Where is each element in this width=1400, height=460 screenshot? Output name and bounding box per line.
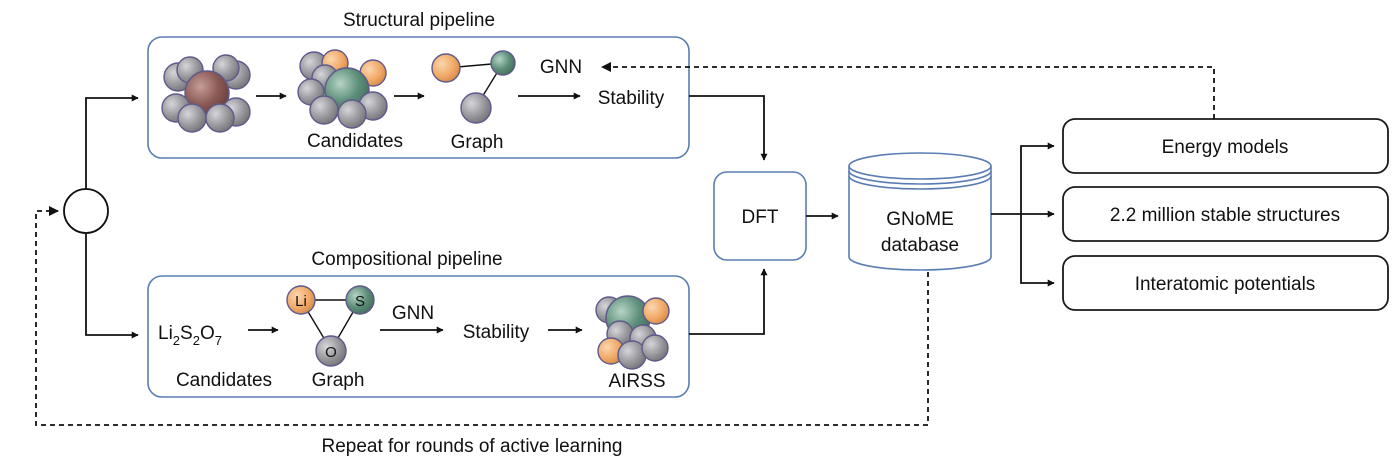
output-box-interatomic-potentials	[1062, 255, 1389, 311]
structural-pipeline-title: Structural pipeline	[343, 10, 495, 31]
compositional-candidates-label: Candidates	[176, 370, 272, 391]
candidates-structure-icon	[297, 49, 388, 129]
active-learning-caption: Repeat for rounds of active learning	[321, 436, 622, 457]
airss-label: AIRSS	[608, 371, 665, 392]
structural-gnn-label: GNN	[540, 57, 582, 78]
graph-node-s: S	[355, 293, 365, 310]
dft-label: DFT	[742, 207, 779, 228]
compositional-pipeline-box	[147, 275, 690, 398]
arrow-compositional-to-dft	[689, 268, 768, 335]
output-energy-models: Energy models	[1162, 137, 1289, 158]
arrow-split-to-compositional	[85, 233, 139, 339]
arrow-to-energy-models	[1020, 142, 1055, 214]
compositional-graph-label: Graph	[312, 370, 365, 391]
arrow-to-interatomic-potentials	[1020, 214, 1055, 287]
pipeline-split-node	[63, 188, 109, 234]
arrow-structural-to-dft	[689, 95, 768, 161]
compositional-pipeline-title: Compositional pipeline	[311, 249, 502, 270]
structural-candidates-label: Candidates	[307, 131, 403, 152]
seed-structure-icon	[161, 54, 251, 133]
chemical-formula: Li2S2O7	[158, 323, 222, 348]
feedback-energy-models-to-gnn	[601, 62, 1215, 119]
arrow-split-to-structural	[85, 94, 139, 189]
output-box-stable-structures	[1062, 186, 1389, 242]
graph-node-o: O	[325, 344, 337, 361]
compositional-graph-icon	[286, 285, 375, 367]
output-stable-structures: 2.2 million stable structures	[1110, 205, 1340, 226]
graph-node-li: Li	[295, 293, 307, 310]
structural-stability-label: Stability	[598, 88, 665, 109]
output-interatomic-potentials: Interatomic potentials	[1135, 274, 1316, 295]
airss-structure-icon	[595, 295, 670, 370]
database-cylinder-icon	[848, 152, 992, 271]
compositional-gnn-label: GNN	[392, 303, 434, 324]
compositional-stability-label: Stability	[463, 322, 530, 343]
active-learning-loop	[35, 206, 929, 426]
structural-graph-label: Graph	[451, 132, 504, 153]
structural-graph-icon	[431, 50, 516, 124]
database-label-line1: GNoME	[886, 209, 954, 230]
output-box-energy-models	[1062, 118, 1389, 174]
database-label-line2: database	[881, 235, 959, 256]
